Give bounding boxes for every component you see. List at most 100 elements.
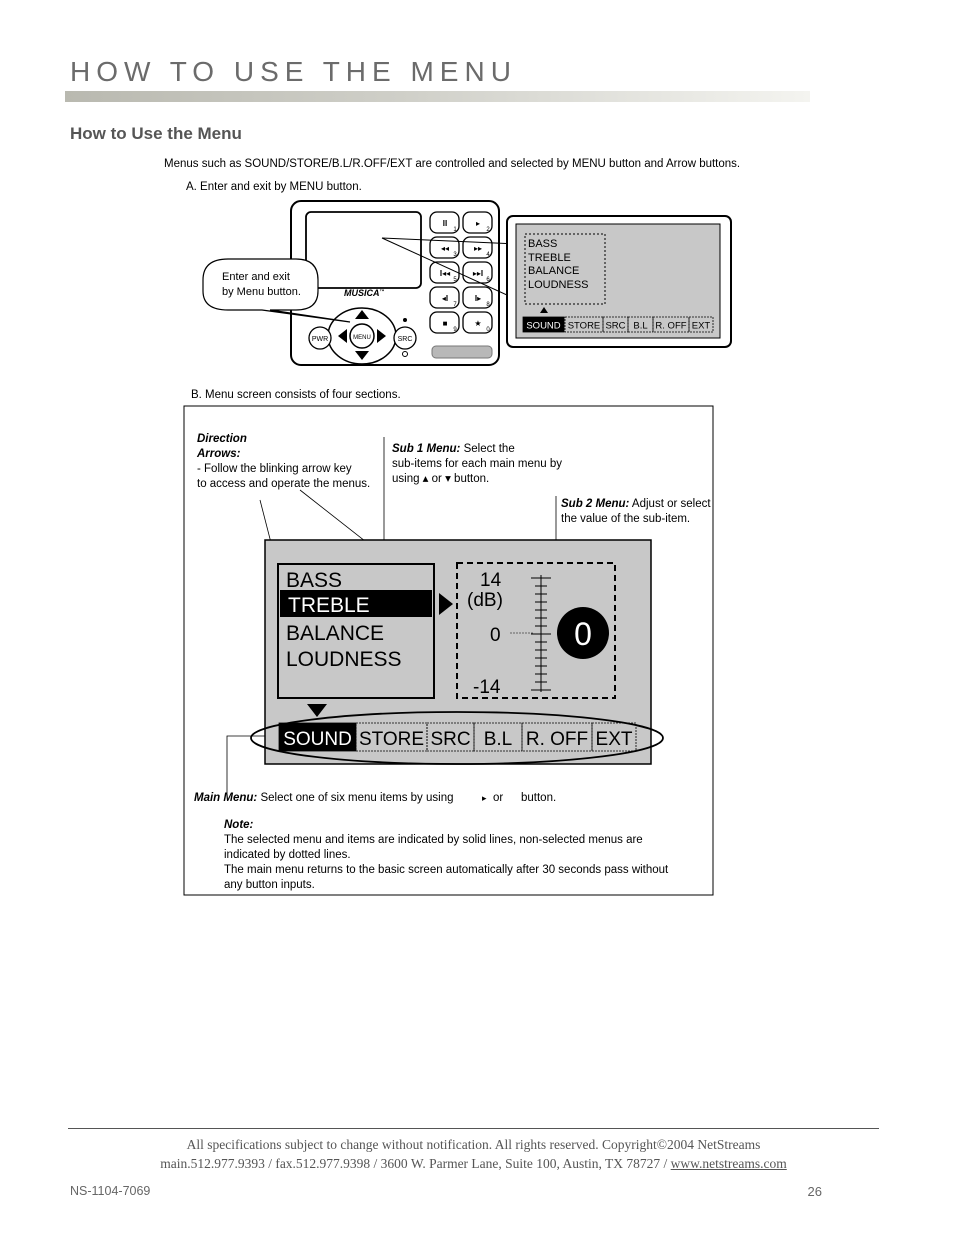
screen-a-sub-item: BASS xyxy=(528,238,557,250)
keypad-button-icon: ▸▸I xyxy=(473,269,483,278)
keypad-button[interactable] xyxy=(429,236,460,259)
source-button-label: SRC xyxy=(398,336,413,343)
figure-intro-text: Menus such as SOUND/STORE/B.L/R.OFF/EXT … xyxy=(164,158,740,170)
svg-text:the value of the sub-item.: the value of the sub-item. xyxy=(561,513,690,525)
keypad-button-icon: I▸ xyxy=(475,294,481,303)
keypad-button-number: 6 xyxy=(486,277,490,283)
keypad-button-icon: II xyxy=(443,219,447,228)
arrow-left-icon[interactable] xyxy=(338,329,347,343)
svg-text:using ▴ or ▾ button.: using ▴ or ▾ button. xyxy=(392,473,489,485)
keypad-button[interactable] xyxy=(462,311,493,334)
screen-a-sub-item: BALANCE xyxy=(528,265,579,277)
screen-a-sub-item: TREBLE xyxy=(528,252,571,264)
menu-navigation-cluster: MENU PWR SRC xyxy=(308,307,417,365)
main-menu-item xyxy=(627,316,654,333)
svg-text:or: or xyxy=(493,792,503,804)
keypad-button-number: 3 xyxy=(453,252,457,258)
svg-text:sub-items for each main menu b: sub-items for each main menu by xyxy=(392,458,562,470)
svg-text:Sub 1 Menu: Select the: Sub 1 Menu: Select the xyxy=(392,443,515,455)
keypad-button-number: 9 xyxy=(453,327,457,333)
part-a-caption: A. Enter and exit by MENU button. xyxy=(186,181,362,193)
keypad-button-number: 5 xyxy=(453,277,457,283)
keypad-buttons: II1▸2◂◂3▸▸4I◂◂5▸▸I6◂I7I▸8■9★0 xyxy=(429,211,493,334)
main-menu-item-label: EXT xyxy=(692,321,711,332)
footer-copyright: All specifications subject to change wit… xyxy=(186,1137,761,1152)
main-menu-item-selected xyxy=(522,316,565,333)
page-title: HOW TO USE THE MENU xyxy=(70,56,517,87)
sub1-item: LOUDNESS xyxy=(286,648,402,671)
keypad-button[interactable] xyxy=(462,286,493,309)
sub2-menu-annotation: Sub 2 Menu: Adjust or select the value o… xyxy=(561,498,711,525)
page-number: 26 xyxy=(807,1184,822,1199)
power-button[interactable] xyxy=(308,326,332,350)
main-menu-item-label: SOUND xyxy=(526,321,560,332)
svg-text:indicated by dotted lines.: indicated by dotted lines. xyxy=(224,849,351,861)
main-menu-highlight-ellipse xyxy=(250,711,664,765)
main-menu-item-label: B.L xyxy=(484,729,513,750)
keypad-button-number: 2 xyxy=(486,227,490,233)
scale-mid-label: 0 xyxy=(490,625,501,646)
lcd-screen-b: BASS TREBLE BALANCE LOUDNESS 14 (dB) 0 -… xyxy=(250,539,664,765)
arrow-right-icon xyxy=(439,593,453,615)
arrow-right-icon[interactable] xyxy=(377,329,386,343)
arrow-right-icon: ▸ xyxy=(482,793,487,803)
sub1-item: BALANCE xyxy=(286,622,384,645)
svg-text:any button inputs.: any button inputs. xyxy=(224,879,315,891)
svg-text:Note:: Note: xyxy=(224,819,254,831)
svg-text:Sub 2 Menu: Adjust or select: Sub 2 Menu: Adjust or select xyxy=(561,498,711,510)
keypad-button-icon: ■ xyxy=(443,319,448,328)
callout-line-2: by Menu button. xyxy=(222,286,301,298)
arrow-down-icon[interactable] xyxy=(355,351,369,360)
value-scale xyxy=(531,575,551,692)
callout-line-1: Enter and exit xyxy=(222,271,290,283)
zoomed-screen-a: BASS TREBLE BALANCE LOUDNESS SOUND STORE S… xyxy=(381,215,732,348)
sub1-item-selected: TREBLE xyxy=(288,594,370,617)
direction-arrows-annotation: Direction Arrows: - Follow the blinking … xyxy=(196,433,370,490)
keypad-button[interactable] xyxy=(429,211,460,234)
keypad-button-icon: ▸ xyxy=(476,219,480,228)
keypad-button[interactable] xyxy=(429,261,460,284)
part-b-caption: B. Menu screen consists of four sections… xyxy=(191,389,401,401)
keypad-button-number: 0 xyxy=(486,327,490,333)
brand-logo: MUSICA™ xyxy=(344,288,385,298)
keypad-button-icon: ▸▸ xyxy=(474,244,482,253)
screen-a-sub-item: LOUDNESS xyxy=(528,279,589,291)
arrow-up-icon xyxy=(540,307,548,313)
main-menu-item-label: SRC xyxy=(605,321,625,332)
source-button[interactable] xyxy=(393,326,417,350)
svg-text:The selected menu and items ar: The selected menu and items are indicate… xyxy=(224,834,643,846)
current-value-badge xyxy=(557,607,609,659)
arrow-up-icon[interactable] xyxy=(355,310,369,319)
arrow-down-icon xyxy=(307,704,327,717)
footer-contact: main.512.977.9393 / fax.512.977.9398 / 3… xyxy=(68,1156,879,1172)
keypad-button-icon: I◂◂ xyxy=(440,269,450,278)
sub1-menu-annotation: Sub 1 Menu: Select the sub-items for eac… xyxy=(392,443,562,485)
main-menu-item-label: STORE xyxy=(568,321,601,332)
website-link[interactable]: www.netstreams.com xyxy=(670,1156,787,1171)
keypad-button-icon: ◂◂ xyxy=(441,244,449,253)
svg-text:to access and operate the menu: to access and operate the menus. xyxy=(197,478,370,490)
scale-top-label: 14 xyxy=(480,570,502,591)
keypad-button-number: 1 xyxy=(453,227,457,233)
main-menu-item-label: SOUND xyxy=(283,729,352,750)
footer-divider xyxy=(68,1128,879,1129)
footer-contact-text: main.512.977.9393 / fax.512.977.9398 / 3… xyxy=(160,1156,671,1171)
enter-exit-callout: Enter and exit by Menu button. xyxy=(202,258,351,323)
main-menu-item-label: R. OFF xyxy=(526,729,588,750)
scale-unit-label: (dB) xyxy=(467,590,503,611)
menu-usage-figure: Menus such as SOUND/STORE/B.L/R.OFF/EXT … xyxy=(164,158,740,896)
sub1-item: BASS xyxy=(286,569,342,592)
main-menu-item-label: STORE xyxy=(359,729,424,750)
keypad-button[interactable] xyxy=(429,286,460,309)
keypad-button-icon: ★ xyxy=(474,319,481,328)
scale-bottom-label: -14 xyxy=(473,677,501,698)
svg-text:button.: button. xyxy=(521,792,556,804)
main-menu-item-label: B.L xyxy=(633,321,647,332)
keypad-button[interactable] xyxy=(462,211,493,234)
document-number: NS-1104-7069 xyxy=(70,1184,151,1198)
menu-button[interactable] xyxy=(349,323,375,349)
keypad-button[interactable] xyxy=(429,311,460,334)
menu-button-label: MENU xyxy=(353,335,371,341)
